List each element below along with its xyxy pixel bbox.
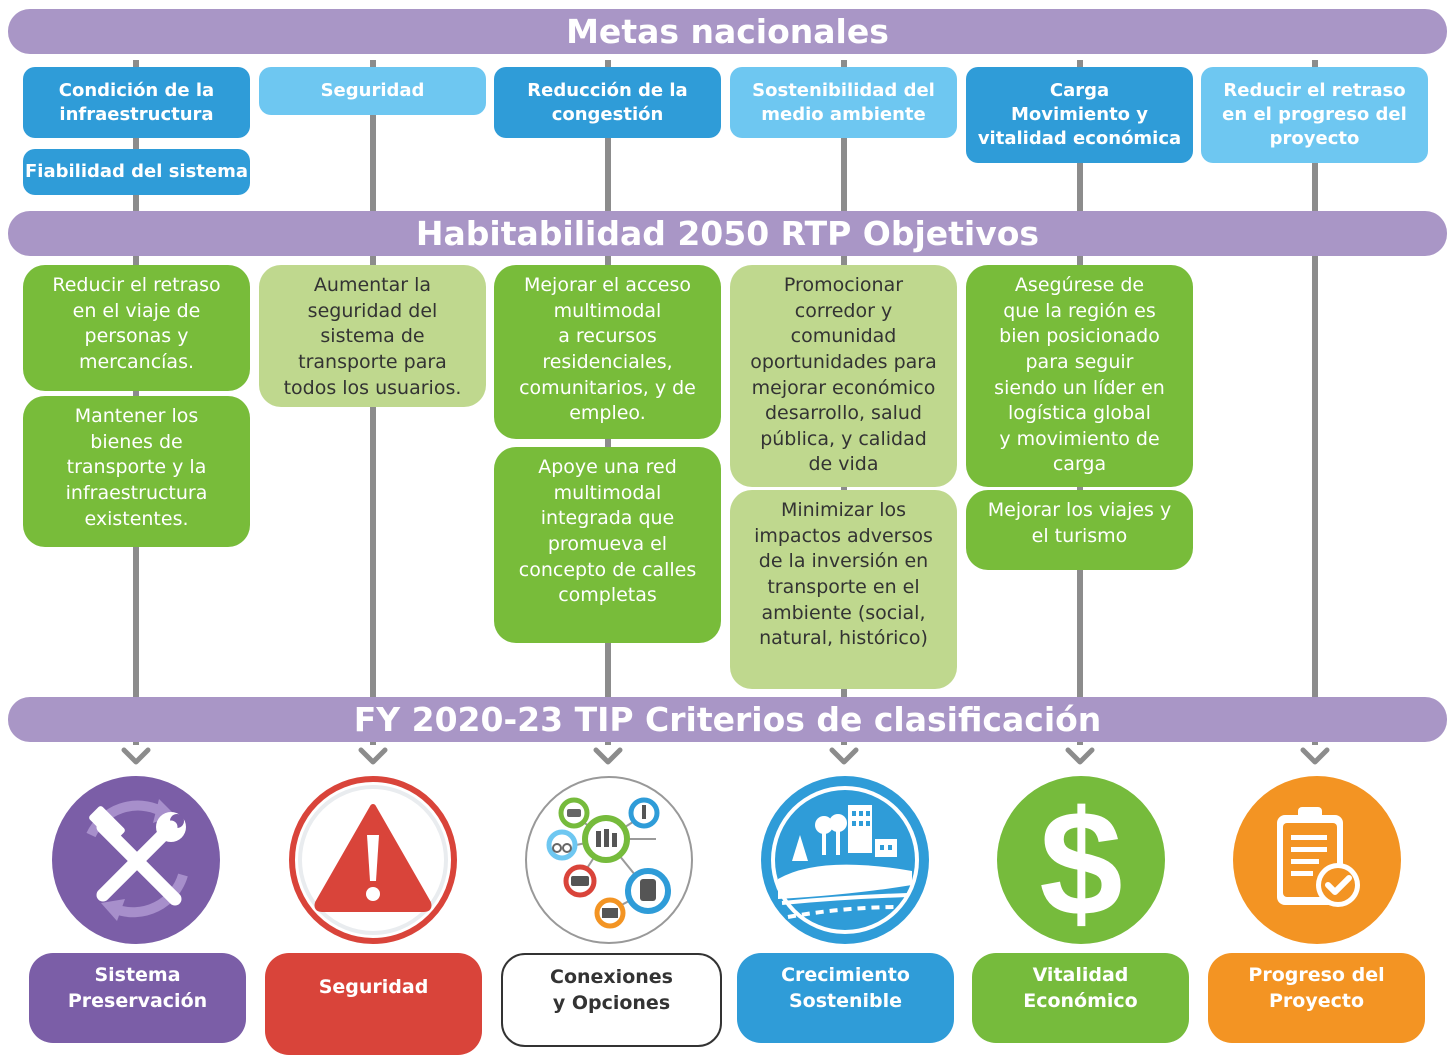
objective-logistics-leader: Asegúrese de que la región es bien posic… — [966, 265, 1193, 487]
criterion-sustainable-growth: Crecimiento Sostenible — [737, 953, 954, 1043]
network-icon — [525, 776, 693, 944]
connector-line — [1312, 60, 1318, 745]
arrow-down-icon — [1065, 747, 1095, 765]
objective-maintain-assets: Mantener los bienes de transporte y la i… — [23, 396, 250, 547]
goal-project-delay: Reducir el retraso en el progreso del pr… — [1201, 67, 1428, 163]
warning-icon — [289, 776, 457, 944]
tools-icon — [52, 776, 220, 944]
criterion-economic-vitality: Vitalidad Económico — [972, 953, 1189, 1043]
objective-corridor-community: Promocionar corredor y comunidad oportun… — [730, 265, 957, 487]
band-rtp-objectives: Habitabilidad 2050 RTP Objetivos — [8, 211, 1447, 256]
arrow-down-icon — [121, 747, 151, 765]
arrow-down-icon — [829, 747, 859, 765]
objective-complete-streets: Apoye una red multimodal integrada que p… — [494, 447, 721, 643]
objective-reduce-delay: Reducir el retraso en el viaje de person… — [23, 265, 250, 391]
goal-congestion-reduction: Reducción de la congestión — [494, 67, 721, 138]
dollar-icon: $ — [997, 776, 1165, 945]
arrow-down-icon — [1300, 747, 1330, 765]
goal-environmental-sustainability: Sostenibilidad del medio ambiente — [730, 67, 957, 138]
objective-increase-safety: Aumentar la seguridad del sistema de tra… — [259, 265, 486, 407]
band-national-goals: Metas nacionales — [8, 9, 1447, 54]
svg-text:$: $ — [1039, 779, 1122, 945]
arrow-down-icon — [358, 747, 388, 765]
criterion-safety: Seguridad — [265, 953, 482, 1055]
criterion-project-progress: Progreso del Proyecto — [1208, 953, 1425, 1043]
goal-system-reliability: Fiabilidad del sistema — [23, 149, 250, 195]
objective-travel-tourism: Mejorar los viajes y el turismo — [966, 490, 1193, 570]
goal-freight-movement: Carga Movimiento y vitalidad económica — [966, 67, 1193, 163]
clipboard-check-icon — [1233, 776, 1401, 944]
criterion-system-preservation: Sistema Preservación — [29, 953, 246, 1043]
objective-multimodal-access: Mejorar el acceso multimodal a recursos … — [494, 265, 721, 439]
objective-minimize-impacts: Minimizar los impactos adversos de la in… — [730, 490, 957, 689]
band-tip-criteria: FY 2020-23 TIP Criterios de clasificació… — [8, 697, 1447, 742]
arrow-down-icon — [593, 747, 623, 765]
goal-infrastructure-condition: Condición de la infraestructura — [23, 67, 250, 138]
goal-safety: Seguridad — [259, 67, 486, 115]
landscape-icon — [761, 776, 929, 944]
criterion-connections-options: Conexiones y Opciones — [501, 953, 722, 1047]
